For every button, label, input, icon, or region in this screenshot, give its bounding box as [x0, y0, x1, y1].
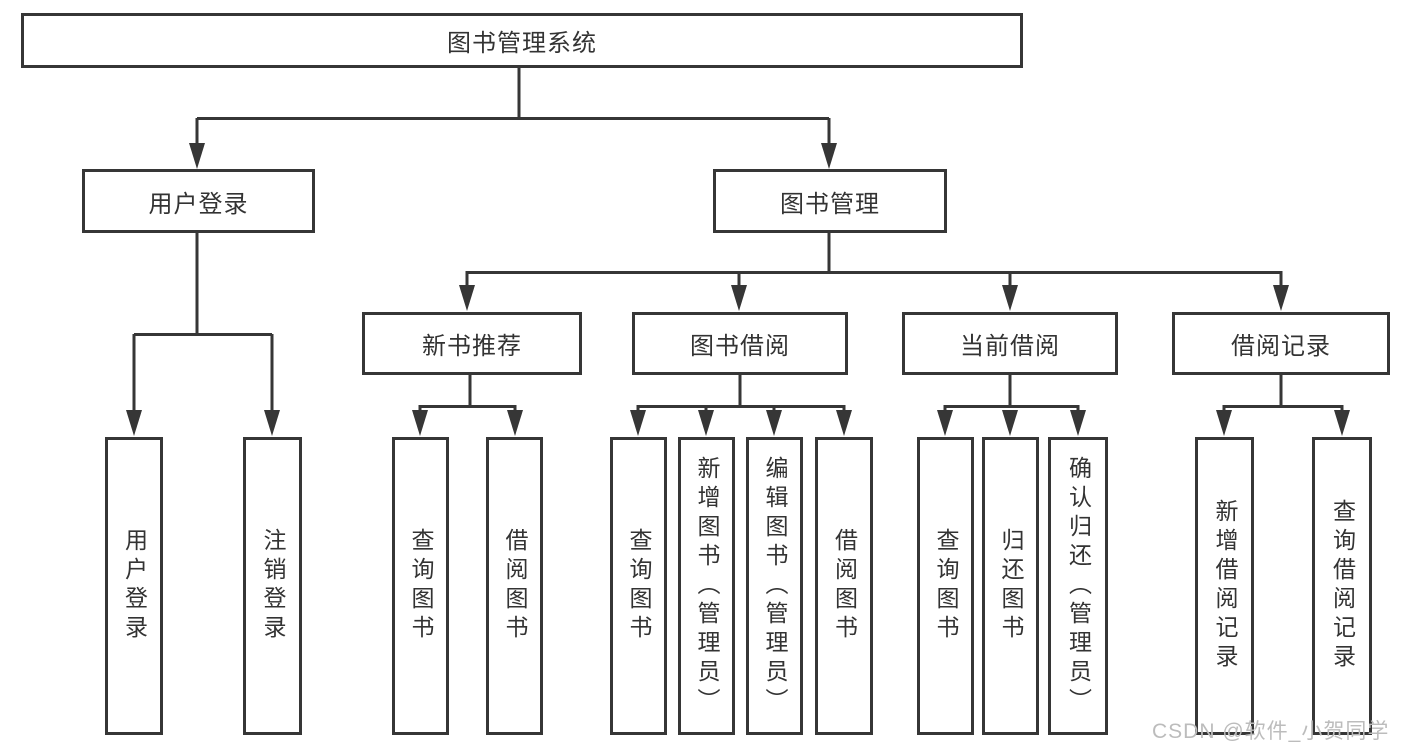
- node-current-borrowing: 当前借阅: [902, 312, 1118, 375]
- csdn-watermark: CSDN @软件_小贺同学: [1152, 720, 1390, 743]
- node-borrow-books-borrowing: 借阅图书: [815, 437, 873, 735]
- node-borrowing-records: 借阅记录: [1172, 312, 1390, 375]
- node-label: 当前借阅: [960, 333, 1060, 360]
- node-label: 借阅图书: [831, 528, 858, 644]
- node-user-login-leaf: 用户登录: [105, 437, 163, 735]
- node-label: 编辑图书（管理员）: [762, 455, 788, 717]
- arrowhead-icons: [126, 143, 1350, 436]
- node-add-borrow-record: 新增借阅记录: [1195, 437, 1254, 735]
- node-label: 查询图书: [626, 528, 652, 644]
- node-query-books-borrowing: 查询图书: [610, 437, 667, 735]
- node-label: 确认归还（管理员）: [1065, 455, 1092, 717]
- node-label: 图书借阅: [690, 333, 790, 360]
- node-user-login: 用户登录: [82, 169, 315, 233]
- node-library-management-system: 图书管理系统: [21, 13, 1023, 68]
- node-add-book-admin: 新增图书（管理员）: [678, 437, 735, 735]
- node-borrow-books-recommend: 借阅图书: [486, 437, 543, 735]
- node-label: 用户登录: [121, 528, 148, 644]
- node-return-book: 归还图书: [982, 437, 1039, 735]
- node-query-borrow-record: 查询借阅记录: [1312, 437, 1372, 735]
- node-confirm-return-admin: 确认归还（管理员）: [1048, 437, 1108, 735]
- node-label: 查询借阅记录: [1329, 499, 1356, 673]
- node-label: 新增借阅记录: [1212, 499, 1238, 673]
- node-query-books-current: 查询图书: [917, 437, 974, 735]
- node-label: 图书管理系统: [447, 30, 597, 57]
- node-label: 用户登录: [148, 190, 249, 218]
- node-logout-leaf: 注销登录: [243, 437, 302, 735]
- node-book-management: 图书管理: [713, 169, 947, 233]
- node-book-borrowing: 图书借阅: [632, 312, 848, 375]
- node-label: 新书推荐: [422, 333, 522, 360]
- node-label: 归还图书: [998, 528, 1024, 644]
- node-query-books-recommend: 查询图书: [392, 437, 449, 735]
- node-label: 借阅记录: [1231, 333, 1331, 360]
- node-label: 新增图书（管理员）: [694, 455, 720, 717]
- node-new-book-recommendation: 新书推荐: [362, 312, 582, 375]
- node-label: 查询图书: [408, 528, 434, 644]
- node-label: 借阅图书: [502, 528, 528, 644]
- node-label: 图书管理: [780, 190, 880, 218]
- node-edit-book-admin: 编辑图书（管理员）: [746, 437, 803, 735]
- node-label: 注销登录: [260, 528, 286, 644]
- node-label: 查询图书: [933, 528, 959, 644]
